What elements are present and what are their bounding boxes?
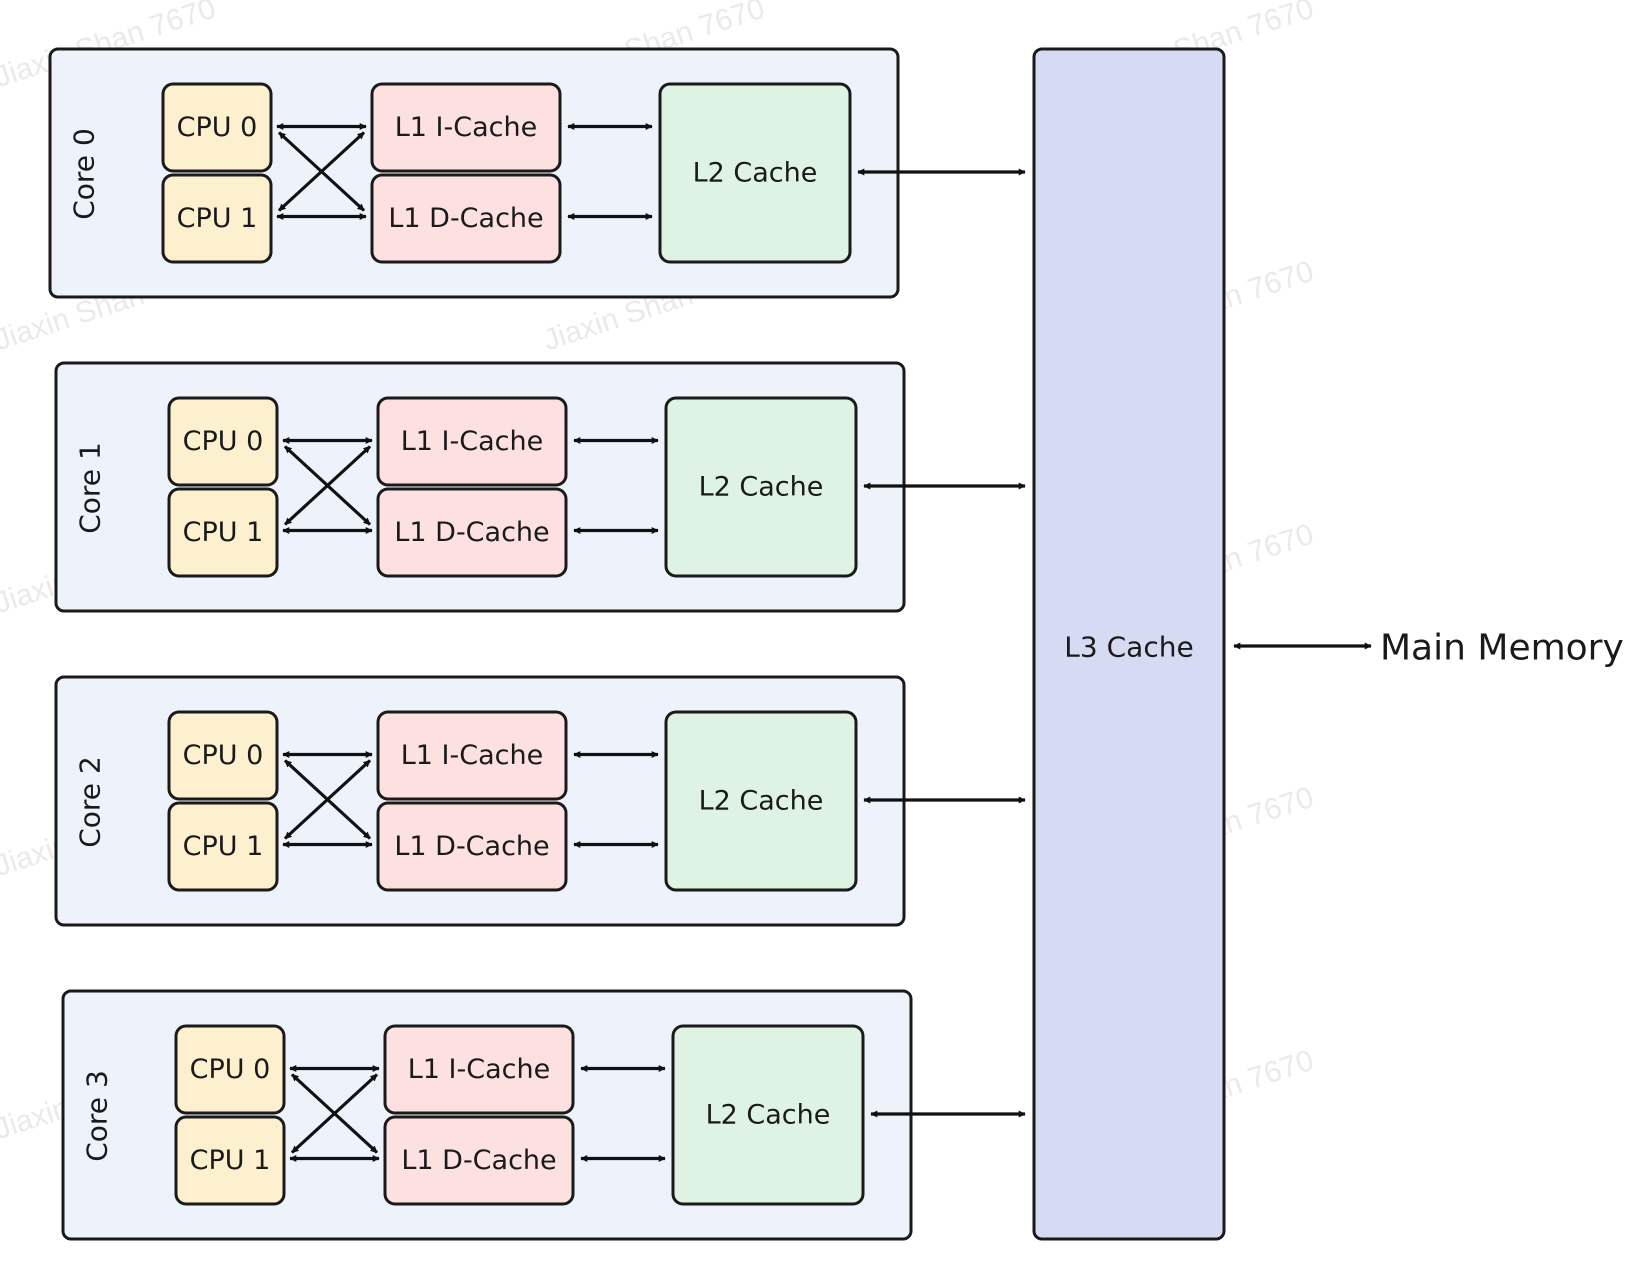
core-label: Core 2 [74, 756, 107, 848]
l2-cache-box [664, 396, 858, 578]
cpu-1-label: CPU 1 [190, 1145, 271, 1176]
l2-cache-label: L2 Cache [693, 158, 818, 189]
cpu-0-box [167, 396, 279, 487]
l3-cache-label: L3 Cache [1064, 631, 1193, 664]
l1-dcache-box [376, 801, 568, 892]
cpu1-l1i-arrow [290, 1073, 379, 1154]
cpu-1-box [161, 173, 273, 264]
cpu-1-box [167, 487, 279, 578]
l2-cache-label: L2 Cache [699, 472, 824, 503]
cpu-0-box [161, 82, 273, 173]
core-label: Core 3 [81, 1070, 114, 1162]
l1-icache-box [376, 710, 568, 801]
main-memory-label: Main Memory [1380, 628, 1624, 669]
l1-dcache-label: L1 D-Cache [394, 517, 549, 548]
cpu-1-box [167, 801, 279, 892]
l2-cache-label: L2 Cache [699, 786, 824, 817]
cpu-0-box [167, 710, 279, 801]
l1-icache-label: L1 I-Cache [401, 426, 543, 457]
l1-dcache-box [370, 173, 562, 264]
l3-layer: L3 Cache Main Memory [1032, 47, 1624, 1241]
core-2: Core 2 CPU 0 CPU 1 L1 I-Cache L1 D-Cache L2 C… [54, 675, 1026, 927]
l1-icache-label: L1 I-Cache [401, 740, 543, 771]
l1-dcache-box [383, 1115, 575, 1206]
cpu-0-label: CPU 0 [190, 1054, 271, 1085]
cpu-1-label: CPU 1 [183, 517, 264, 548]
l1-dcache-box [376, 487, 568, 578]
l1-dcache-label: L1 D-Cache [401, 1145, 556, 1176]
core-1: Core 1 CPU 0 CPU 1 L1 I-Cache L1 D-Cache L2 C… [54, 361, 1026, 613]
cpu-1-label: CPU 1 [177, 203, 258, 234]
l2-cache-box [671, 1024, 865, 1206]
cpu-0-label: CPU 0 [177, 112, 258, 143]
cores-layer: Core 0 CPU 0 CPU 1 L1 I-Cache L1 D-Cache L2 C… [48, 47, 1026, 1241]
l1-icache-label: L1 I-Cache [395, 112, 537, 143]
cpu-0-label: CPU 0 [183, 426, 264, 457]
cpu-0-box [174, 1024, 286, 1115]
l1-icache-box [376, 396, 568, 487]
core-3: Core 3 CPU 0 CPU 1 L1 I-Cache L1 D-Cache L2 C… [61, 989, 1026, 1241]
l1-icache-box [370, 82, 562, 173]
l3-cache-box [1032, 47, 1226, 1241]
cpu1-l1i-arrow [277, 131, 366, 212]
l2-cache-box [664, 710, 858, 892]
l2-cache-box [658, 82, 852, 264]
cpu1-l1i-arrow [283, 759, 372, 840]
core-label: Core 1 [74, 442, 107, 534]
l1-dcache-label: L1 D-Cache [388, 203, 543, 234]
cpu1-l1i-arrow [283, 445, 372, 526]
l1-dcache-label: L1 D-Cache [394, 831, 549, 862]
core-label: Core 0 [68, 128, 101, 220]
cpu-1-label: CPU 1 [183, 831, 264, 862]
l1-icache-box [383, 1024, 575, 1115]
core-0: Core 0 CPU 0 CPU 1 L1 I-Cache L1 D-Cache L2 C… [48, 47, 1026, 299]
l2-cache-label: L2 Cache [706, 1100, 831, 1131]
l1-icache-label: L1 I-Cache [408, 1054, 550, 1085]
cpu-1-box [174, 1115, 286, 1206]
cpu-0-label: CPU 0 [183, 740, 264, 771]
